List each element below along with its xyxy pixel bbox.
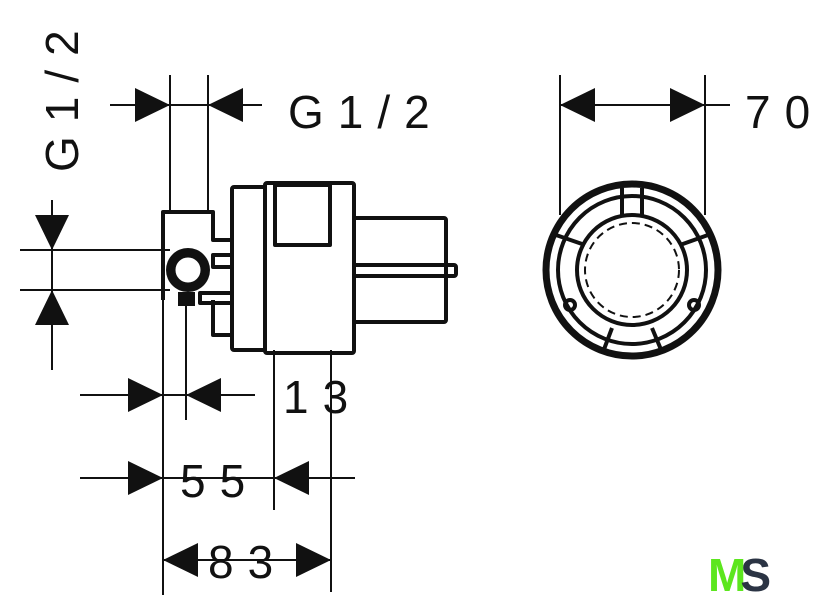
dim-83: 83 bbox=[208, 536, 287, 588]
dim-55: 55 bbox=[180, 455, 259, 507]
dim-thread-side: G1/2 bbox=[36, 16, 88, 172]
extension-lines bbox=[20, 75, 730, 595]
dimension-arrows bbox=[35, 88, 705, 577]
front-view bbox=[542, 180, 722, 360]
ms-logo: MS bbox=[708, 549, 771, 601]
dim-70: 70 bbox=[745, 86, 824, 138]
dim-13: 13 bbox=[283, 371, 362, 423]
side-view bbox=[161, 181, 458, 355]
dim-thread-top: G1/2 bbox=[288, 86, 444, 138]
